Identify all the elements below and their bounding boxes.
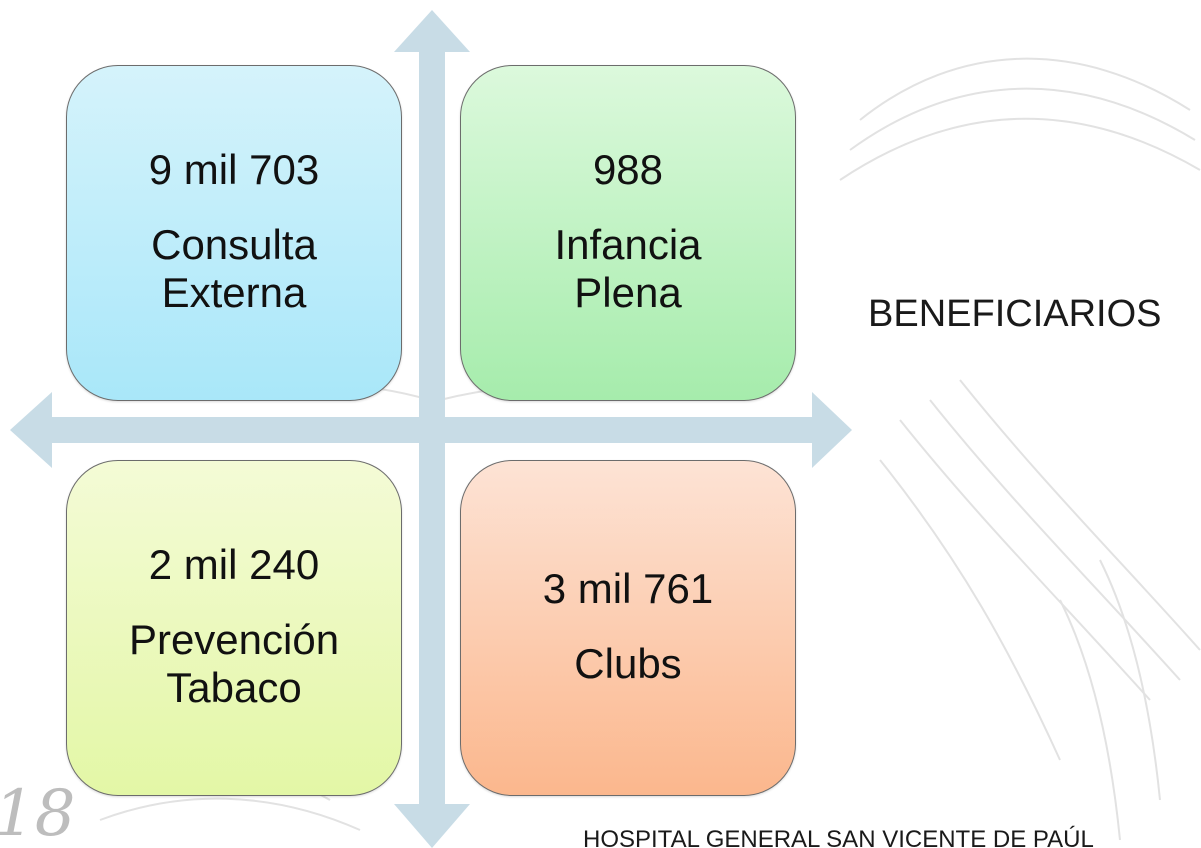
quadrant-value: 988 — [592, 146, 664, 193]
quadrant-label-line1: Prevención — [128, 616, 340, 663]
arrow-left-head — [10, 392, 52, 468]
quadrant-value: 3 mil 761 — [542, 565, 714, 612]
quadrant-prevencion-tabaco: 2 mil 240 Prevención Tabaco — [66, 460, 402, 796]
quadrant-clubs: 3 mil 761 Clubs — [460, 460, 796, 796]
quadrant-label-line1: Infancia — [554, 221, 702, 268]
year-watermark-fragment: 18 — [0, 777, 76, 848]
arrow-up-head — [394, 10, 470, 52]
quadrant-label-line2: Tabaco — [166, 664, 302, 711]
quadrant-value: 9 mil 703 — [148, 146, 320, 193]
quadrant-label-line1: Consulta — [151, 221, 317, 268]
footer-hospital-name: HOSPITAL GENERAL SAN VICENTE DE PAÚL — [583, 826, 1094, 848]
quadrant-infancia-plena: 988 Infancia Plena — [460, 65, 796, 401]
arrow-down-head — [394, 804, 470, 848]
quadrant-value: 2 mil 240 — [148, 541, 320, 588]
arrow-right-head — [812, 392, 852, 468]
horizontal-arrow-shaft — [50, 417, 816, 443]
quadrant-consulta-externa: 9 mil 703 Consulta Externa — [66, 65, 402, 401]
quadrant-label-line2: Externa — [161, 269, 307, 316]
quadrant-label-line2: Plena — [574, 269, 682, 316]
quadrant-label-line1: Clubs — [574, 640, 682, 687]
side-label-beneficiarios: BENEFICIARIOS — [868, 293, 1162, 335]
